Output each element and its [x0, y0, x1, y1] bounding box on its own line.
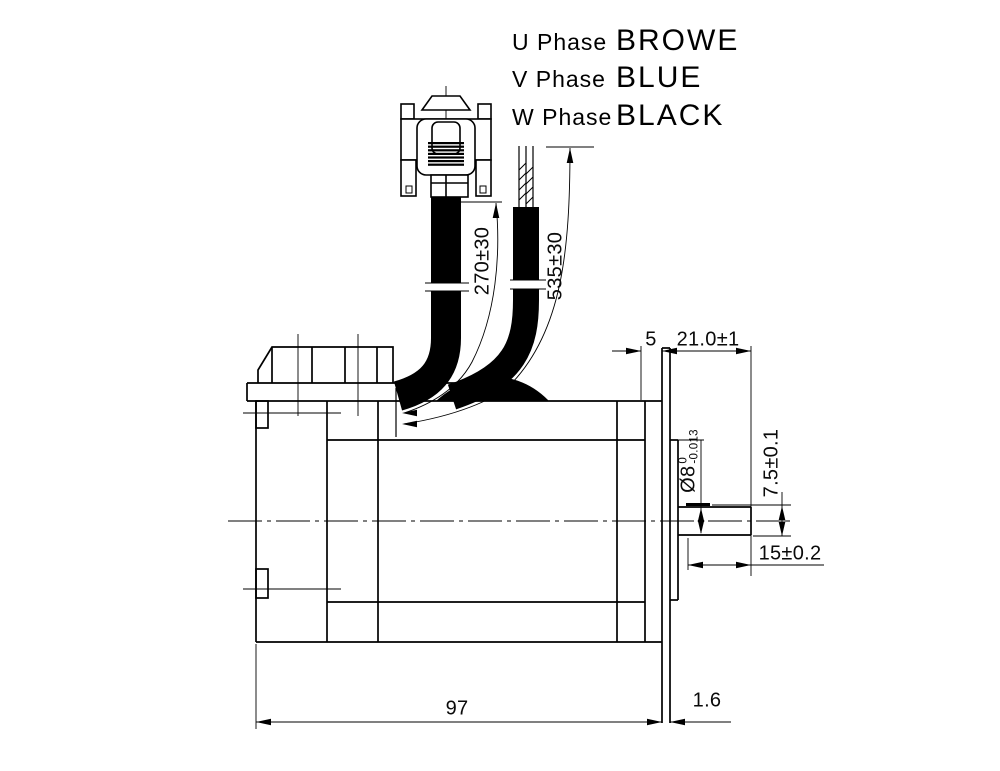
arrow-16-left [670, 718, 685, 726]
phase-v-label: V Phase [512, 66, 606, 92]
arrow-270-leader [402, 409, 417, 417]
arrow-15-right [736, 561, 751, 569]
phase-u-color: BROWE [616, 24, 740, 57]
connector-strain-relief-ribs [428, 142, 464, 166]
connector-right-foot-notch [479, 185, 487, 194]
dim-shaft-flat-height: 7.5±0.1 [760, 428, 783, 498]
dim-flange-thickness: 1.6 [692, 689, 722, 712]
connector-top-trapezoid [420, 95, 472, 111]
dim-lead-cable-length: 535±30 [544, 231, 567, 301]
phase-w-color: BLACK [616, 99, 725, 132]
cable-break-gap-2 [508, 280, 546, 289]
arrow-15-left [688, 561, 703, 569]
connector-left-tab [400, 103, 415, 120]
arrow-97-right [647, 718, 662, 726]
phase-legend-row-u: U Phase BROWE [512, 24, 739, 58]
dim-body-length: 97 [445, 697, 469, 720]
arrow-270-up [492, 203, 500, 218]
arrow-97-left [256, 718, 271, 726]
dim-curve-535 [403, 147, 571, 425]
left-endcap-bottom-slot [255, 568, 269, 599]
phase-w-label: W Phase [512, 104, 613, 130]
dimension-lines [255, 346, 824, 729]
centerlines [228, 86, 794, 522]
arrow-535-leader [402, 420, 417, 428]
arrowheads [256, 148, 786, 726]
connector-right-tab [477, 103, 492, 120]
shaft-diameter-tol-lower: -0.013 [688, 429, 700, 464]
arrow-dia8-up [697, 508, 705, 522]
dim-connector-cable-length: 270±30 [471, 226, 494, 296]
cable-bundle-at-body [436, 376, 548, 401]
phase-u-label: U Phase [512, 29, 608, 55]
terminal-box-cover [257, 346, 394, 383]
phase-v-color: BLUE [616, 61, 703, 94]
shaft-diameter-value: Ø8 [677, 465, 700, 493]
phase-legend-row-w: W Phase BLACK [512, 99, 724, 133]
output-shaft [678, 503, 752, 536]
dim-shaft-extension: 21.0±1 [676, 328, 740, 351]
lead-wires [518, 146, 534, 207]
connector-cable [393, 197, 461, 411]
arrow-75-up [778, 506, 786, 520]
shaft-diameter-tol-upper: 0 [677, 456, 689, 464]
arrow-75-down [778, 522, 786, 536]
tie-rod-leader-lines [243, 412, 341, 590]
arrow-dia8-down [697, 520, 705, 534]
phase-legend-row-v: V Phase BLUE [512, 61, 702, 95]
arrow-21-right [736, 347, 751, 355]
dim-shaft-flat-length: 15±0.2 [758, 542, 822, 565]
mounting-flange [661, 347, 679, 723]
motor-body [247, 400, 662, 643]
arrow-5-right [626, 347, 641, 355]
left-endcap-top-slot [255, 400, 269, 429]
dim-rear-step: 5 [645, 328, 657, 351]
cable-assembly [393, 197, 548, 411]
connector-left-foot-notch [405, 185, 413, 194]
dim-shaft-diameter: Ø8 0 -0.013 [677, 429, 701, 493]
arrow-535-up [566, 148, 574, 163]
cable-break-gap-1 [423, 283, 469, 291]
connector-stem [430, 174, 469, 198]
arrow-21-left [662, 347, 677, 355]
